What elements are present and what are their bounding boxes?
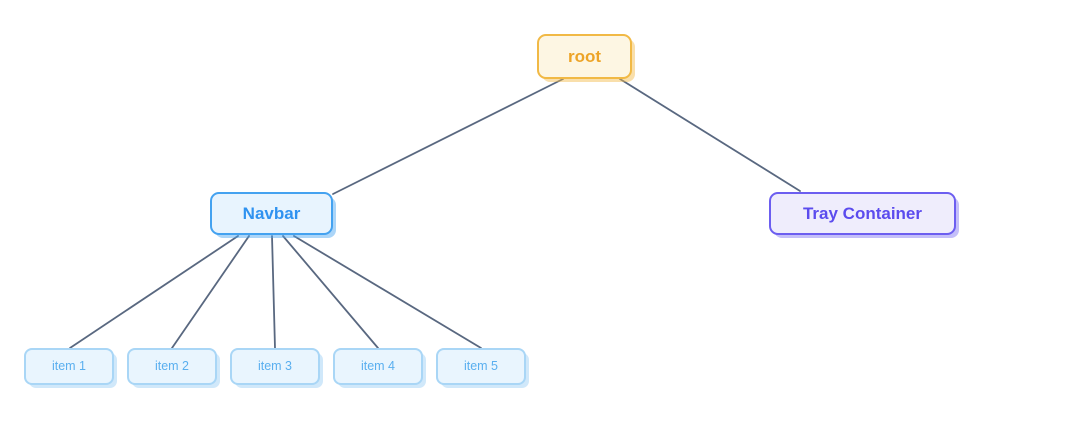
tree-node-label: item 5 [463, 359, 499, 374]
tree-edge [69, 235, 239, 349]
tree-node-label: Tray Container [802, 204, 923, 223]
tree-edge [293, 235, 482, 349]
tree-node-item-5[interactable]: item 5 [436, 348, 526, 385]
tree-node-label: item 3 [257, 359, 293, 374]
tree-node-label: item 2 [154, 359, 190, 374]
tree-node-label: item 1 [51, 359, 87, 374]
tree-node-label: item 4 [360, 359, 396, 374]
tree-node-item-2[interactable]: item 2 [127, 348, 217, 385]
tree-edge [282, 235, 379, 349]
tree-node-root[interactable]: root [537, 34, 632, 79]
tree-node-navbar[interactable]: Navbar [210, 192, 333, 235]
tree-edge [171, 235, 250, 349]
tree-node-label: root [567, 47, 602, 66]
tree-node-item-4[interactable]: item 4 [333, 348, 423, 385]
tree-edge [332, 78, 564, 195]
tree-edge [619, 78, 801, 192]
tree-node-item-3[interactable]: item 3 [230, 348, 320, 385]
tree-node-tray-container[interactable]: Tray Container [769, 192, 956, 235]
tree-node-label: Navbar [242, 204, 301, 223]
tree-node-item-1[interactable]: item 1 [24, 348, 114, 385]
tree-edge [271, 235, 276, 349]
